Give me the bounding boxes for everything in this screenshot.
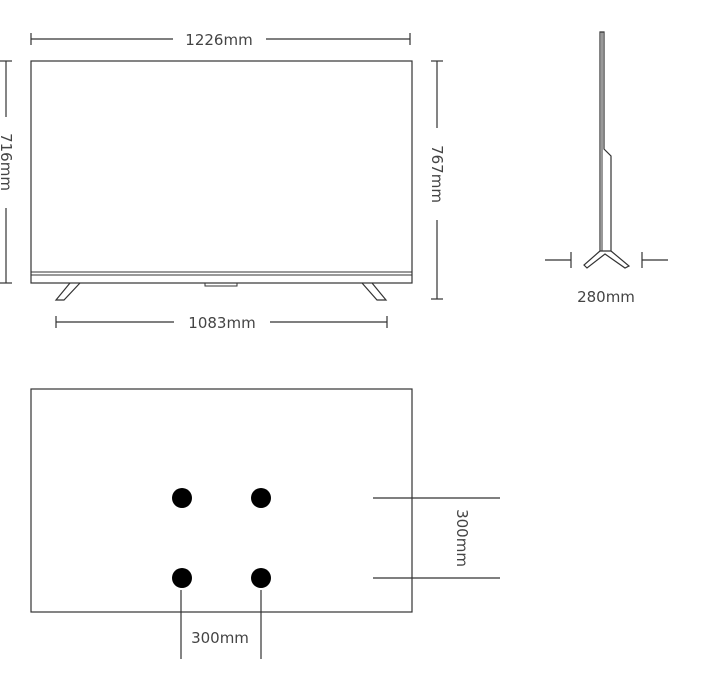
vesa-horizontal-dimension: 300mm bbox=[180, 590, 262, 659]
vesa-vertical-label: 300mm bbox=[453, 509, 471, 567]
tv-center-bump bbox=[204, 282, 238, 287]
tv-front-outline bbox=[30, 60, 413, 284]
mount-hole-top-left bbox=[172, 488, 192, 508]
mount-hole-bottom-left bbox=[172, 568, 192, 588]
overall-width-dimension: 1226mm bbox=[30, 31, 411, 49]
rear-view: 300mm 300mm bbox=[30, 388, 500, 659]
vesa-horizontal-label: 300mm bbox=[191, 629, 249, 647]
stand-spacing-label: 1083mm bbox=[188, 314, 255, 332]
left-foot bbox=[54, 282, 81, 301]
right-foot bbox=[361, 282, 388, 301]
overall-height-label: 767mm bbox=[428, 145, 446, 203]
overall-height-dimension: 767mm bbox=[428, 60, 446, 300]
stand-spacing-dimension: 1083mm bbox=[55, 314, 388, 332]
vesa-vertical-dimension: 300mm bbox=[373, 497, 500, 579]
overall-width-label: 1226mm bbox=[185, 31, 252, 49]
stand-depth-label: 280mm bbox=[577, 288, 635, 306]
screen-height-dimension: 716mm bbox=[0, 60, 15, 284]
side-view: 280mm bbox=[545, 31, 668, 306]
side-stand bbox=[583, 250, 631, 269]
tv-rear-outline bbox=[30, 388, 413, 613]
stand-depth-dimension: 280mm bbox=[545, 252, 668, 306]
mount-hole-top-right bbox=[251, 488, 271, 508]
screen-height-label: 716mm bbox=[0, 133, 15, 191]
mount-hole-bottom-right bbox=[251, 568, 271, 588]
front-view: 1226mm 716mm 767mm bbox=[0, 31, 446, 332]
